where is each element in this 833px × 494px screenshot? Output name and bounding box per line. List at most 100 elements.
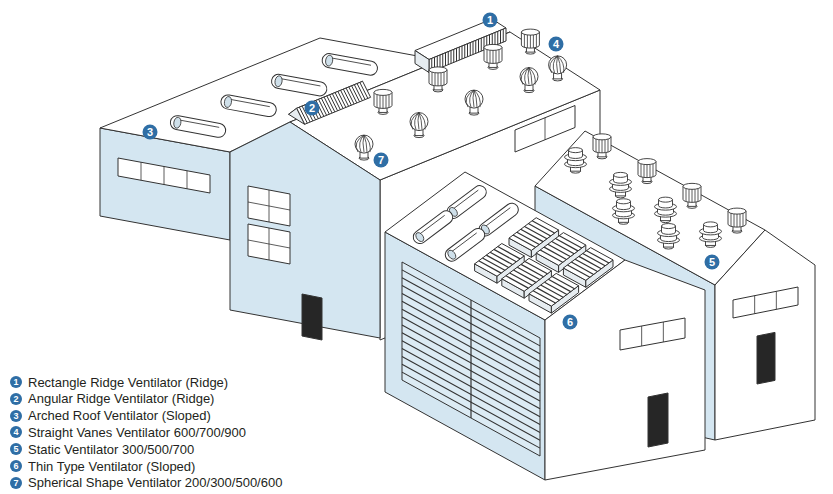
turbine-ventilator xyxy=(728,208,746,233)
legend-text: Rectangle Ridge Ventilator (Ridge) xyxy=(28,374,228,391)
vent-cap xyxy=(683,183,701,189)
callout-number: 3 xyxy=(10,410,22,422)
callout-number: 4 xyxy=(10,426,22,438)
static-ventilator xyxy=(655,197,677,223)
callout-number: 4 xyxy=(548,36,564,52)
vent-vane xyxy=(550,56,558,73)
callout-disc xyxy=(374,153,389,168)
vent-crest xyxy=(279,78,320,86)
window-mullion xyxy=(141,162,142,180)
spherical-ventilator xyxy=(355,135,373,160)
vent-crest xyxy=(452,190,478,210)
vent-vane xyxy=(356,135,364,152)
vent-slat xyxy=(475,40,476,53)
turbine-ventilator xyxy=(374,89,392,114)
vent-slat xyxy=(532,221,554,233)
callout-marker: 4 xyxy=(548,36,564,52)
callout-number: 7 xyxy=(10,477,22,489)
static-ventilator xyxy=(610,172,632,198)
vent-end xyxy=(173,117,182,129)
static-ventilator xyxy=(700,222,722,248)
vent-slat xyxy=(448,52,449,65)
callout-disc xyxy=(549,37,564,52)
static-ventilator xyxy=(613,199,635,225)
louver-frame xyxy=(402,262,540,456)
vent-cap xyxy=(429,67,447,73)
callout-marker: 5 xyxy=(704,254,720,270)
callout-number: 5 xyxy=(704,254,720,270)
wall xyxy=(715,230,815,440)
callout-number: 2 xyxy=(10,393,22,405)
vent-slat xyxy=(559,236,581,248)
spherical-ventilator xyxy=(549,56,567,81)
door xyxy=(648,393,668,447)
vent-slat xyxy=(456,48,457,61)
window-frame xyxy=(248,224,290,264)
window-mullion xyxy=(545,118,546,140)
vent-cap xyxy=(638,159,656,165)
vent-slat xyxy=(467,44,468,57)
vent-slat xyxy=(464,45,465,58)
vent-body xyxy=(321,52,379,76)
vent-vane xyxy=(411,113,419,130)
vent-cap xyxy=(593,134,611,140)
turbine-ventilator xyxy=(593,134,611,159)
vent-slat xyxy=(498,247,520,259)
legend-item: 7Spherical Shape Ventilator 200/300/500/… xyxy=(10,474,282,491)
legend-item: 3 Arched Roof Ventilator (Sloped) xyxy=(10,407,211,424)
vent-slat xyxy=(451,51,452,64)
vent-crest xyxy=(228,99,269,107)
legend-text: Static Ventilator 300/500/700 xyxy=(28,441,194,458)
callout-disc xyxy=(143,125,158,140)
louver-divider xyxy=(470,300,471,418)
window-mullion xyxy=(248,202,290,210)
vent-dome xyxy=(520,68,538,86)
callout-number: 6 xyxy=(562,314,578,330)
vent-body xyxy=(270,73,328,97)
vent-slat xyxy=(442,54,443,67)
callout-marker: 2 xyxy=(304,100,320,116)
vent-top xyxy=(704,222,718,227)
window-mullion xyxy=(663,322,664,342)
vent-slat xyxy=(453,49,454,62)
callout-number: 1 xyxy=(10,376,22,388)
spherical-ventilator xyxy=(465,90,483,115)
vent-end xyxy=(415,51,429,73)
vent-body xyxy=(220,94,278,118)
callout-marker: 3 xyxy=(142,124,158,140)
legend-item: 1 Rectangle Ridge Ventilator (Ridge) xyxy=(10,374,228,391)
vent-slat xyxy=(445,53,446,66)
vent-end xyxy=(325,55,334,67)
vent-cap xyxy=(728,208,746,214)
vent-body xyxy=(411,208,456,246)
arched-ventilator xyxy=(321,52,379,76)
legend-text: Angular Ridge Ventilator (Ridge) xyxy=(28,390,214,407)
vent-vane xyxy=(528,68,529,85)
vent-end xyxy=(289,108,305,124)
arched-ventilator xyxy=(220,94,278,118)
legend-text: Arched Roof Ventilator (Sloped) xyxy=(28,407,211,424)
vent-top xyxy=(614,172,628,177)
legend-item: 2 Angular Ridge Ventilator (Ridge) xyxy=(10,390,214,407)
vent-vane xyxy=(470,90,474,107)
turbine-ventilator xyxy=(484,44,502,69)
vent-cap xyxy=(374,89,392,95)
vent-vane xyxy=(473,90,474,107)
vent-end xyxy=(414,231,425,243)
window xyxy=(620,318,685,350)
vent-end xyxy=(224,96,233,108)
window-frame xyxy=(620,318,685,350)
vent-crest xyxy=(418,215,444,235)
window-frame xyxy=(118,158,210,193)
vent-dome xyxy=(355,135,373,153)
vent-slat xyxy=(470,43,471,56)
vent-vane xyxy=(558,56,564,73)
callout-number: 2 xyxy=(304,100,320,116)
callout-number: 3 xyxy=(142,124,158,140)
turbine-ventilator xyxy=(429,67,447,92)
vent-vane xyxy=(415,113,419,130)
vent-vane xyxy=(363,135,364,152)
vent-slat xyxy=(503,29,504,42)
angular-ridge-ventilator xyxy=(289,81,371,124)
window-mullion xyxy=(776,291,777,309)
